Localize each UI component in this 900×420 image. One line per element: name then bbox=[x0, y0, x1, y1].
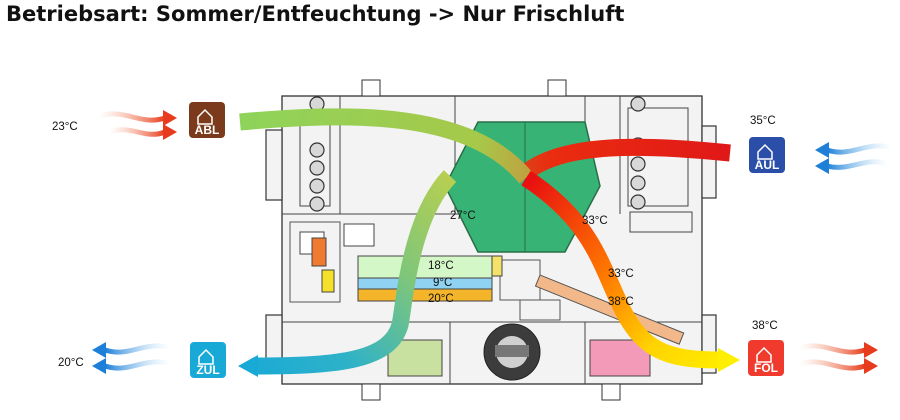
abl-incoming-arrows bbox=[97, 110, 177, 140]
temp-aul: 35°C bbox=[750, 115, 776, 127]
fol-outgoing-arrows bbox=[797, 342, 878, 374]
temp-coil-1: 18°C bbox=[428, 260, 454, 272]
temp-zul: 20°C bbox=[58, 357, 84, 369]
house-exhaust-icon bbox=[756, 346, 772, 363]
aul-badge: AUL bbox=[749, 137, 785, 173]
svg-text:ABL: ABL bbox=[195, 123, 220, 137]
outdoor-air-flow bbox=[516, 138, 731, 183]
zul-outgoing-arrows bbox=[92, 342, 173, 374]
expansion-valve bbox=[311, 237, 327, 267]
svg-text:AUL: AUL bbox=[755, 158, 780, 172]
extract-fan-group bbox=[309, 96, 325, 212]
fol-badge: FOL bbox=[748, 340, 784, 376]
house-enter-icon bbox=[757, 143, 773, 160]
temp-condenser-in: 33°C bbox=[608, 268, 634, 280]
temp-coil-3: 20°C bbox=[428, 293, 454, 305]
coil-stack bbox=[357, 255, 503, 302]
exhaust-air-flow bbox=[521, 170, 721, 369]
page-title: Betriebsart: Sommer/Entfeuchtung -> Nur … bbox=[6, 2, 625, 26]
zul-badge: ZUL bbox=[190, 342, 226, 378]
supply-arrowhead bbox=[238, 355, 258, 377]
exhaust-arrowhead bbox=[718, 348, 740, 372]
supply-air-flow bbox=[257, 170, 457, 375]
house-exit-icon bbox=[197, 108, 213, 125]
temp-fol: 38°C bbox=[752, 320, 778, 332]
svg-text:ZUL: ZUL bbox=[196, 363, 219, 377]
temp-coil-2: 9°C bbox=[433, 277, 452, 289]
house-supply-icon bbox=[198, 348, 214, 365]
temp-exchanger-supply: 27°C bbox=[450, 210, 476, 222]
aul-incoming-arrows bbox=[815, 142, 895, 174]
temp-exchanger-outdoor: 33°C bbox=[582, 215, 608, 227]
temp-condenser-out: 38°C bbox=[608, 296, 634, 308]
abl-badge: ABL bbox=[189, 102, 225, 138]
svg-text:FOL: FOL bbox=[754, 361, 778, 375]
compressor bbox=[483, 323, 541, 381]
temp-abl: 23°C bbox=[52, 121, 78, 133]
extract-air-flow bbox=[239, 108, 533, 184]
yellow-component bbox=[321, 269, 335, 293]
